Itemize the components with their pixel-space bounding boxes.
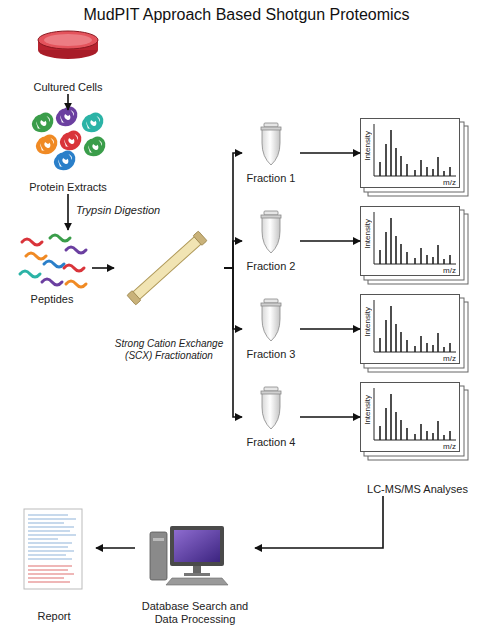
- sample-tubes: [261, 123, 281, 429]
- mass-spectrum: Intensity m/z: [360, 382, 460, 452]
- fraction-tube: Fraction 1: [242, 121, 300, 185]
- mass-spectrum: Intensity m/z: [360, 294, 460, 364]
- flow-arrow: [300, 152, 360, 154]
- mass-spectra: [360, 118, 468, 460]
- flow-arrow: [224, 268, 242, 417]
- flow-arrow: [67, 94, 69, 110]
- axis-label-x: m/z: [443, 442, 456, 451]
- scx-column: Strong Cation Exchange (SCX) Fractionati…: [114, 228, 224, 362]
- protein-extract: Protein Extracts: [18, 110, 118, 194]
- fraction-tube: Fraction 3: [242, 297, 300, 361]
- cell-culture: Cultured Cells: [18, 24, 118, 94]
- node-label: Peptides: [31, 293, 74, 306]
- fraction-tube: Fraction 4: [242, 385, 300, 449]
- flow-arrow: [96, 547, 135, 549]
- node-label: Database Search and Data Processing: [135, 600, 255, 626]
- axis-label-x: m/z: [443, 266, 456, 275]
- edge-label: Trypsin Digestion: [76, 204, 160, 216]
- mass-spectrum: Intensity m/z: [360, 206, 460, 276]
- axis-label-y: Intensity: [363, 219, 372, 249]
- flow-arrow: [300, 328, 360, 330]
- node-label: LC-MS/MS Analyses: [367, 483, 468, 496]
- axis-label-y: Intensity: [363, 307, 372, 337]
- mass-spectrum: Intensity m/z: [360, 118, 460, 188]
- axis-label-x: m/z: [443, 354, 456, 363]
- node-label: Fraction 1: [247, 172, 296, 185]
- scx-column: [127, 231, 207, 305]
- report-page: [24, 509, 82, 589]
- peptide-mix: Peptides: [12, 230, 92, 306]
- node-label: Fraction 3: [247, 348, 296, 361]
- diagram-title: MudPIT Approach Based Shotgun Proteomics: [0, 6, 493, 24]
- flow-arrow: [67, 194, 69, 230]
- flow-arrow: [300, 240, 360, 242]
- petri-dish: [38, 31, 98, 59]
- fraction-tube: Fraction 2: [242, 209, 300, 273]
- flow-arrow: [255, 496, 383, 548]
- computer-icon: [150, 526, 228, 585]
- flow-arrow: [300, 416, 360, 418]
- protein-blobs: [34, 108, 104, 168]
- node-label: Fraction 4: [247, 436, 296, 449]
- node-label: Cultured Cells: [33, 81, 102, 94]
- axis-label-y: Intensity: [363, 395, 372, 425]
- flow-arrow: [224, 153, 242, 268]
- node-label: Protein Extracts: [29, 181, 107, 194]
- flow-arrow: [92, 267, 114, 269]
- database-computer: Database Search and Data Processing: [135, 518, 255, 626]
- node-label: Fraction 2: [247, 260, 296, 273]
- flow-arrow: [224, 268, 242, 329]
- axis-label-y: Intensity: [363, 131, 372, 161]
- report-document: Report: [12, 505, 96, 623]
- node-label: Report: [37, 610, 70, 623]
- flow-arrow: [224, 241, 242, 268]
- axis-label-x: m/z: [443, 178, 456, 187]
- peptide-fragments: [20, 235, 86, 287]
- node-label: Strong Cation Exchange (SCX) Fractionati…: [107, 338, 231, 362]
- ms-analysis-group: Intensitym/zIntensitym/zIntensitym/zInte…: [355, 108, 480, 496]
